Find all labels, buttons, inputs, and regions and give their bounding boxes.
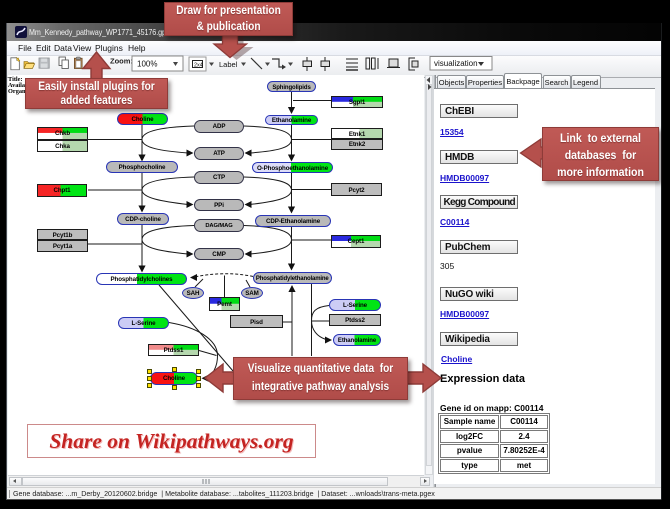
svg-text:visualization: visualization xyxy=(434,59,478,68)
svg-text:100%: 100% xyxy=(137,60,157,69)
svg-text:2x4: 2x4 xyxy=(194,63,203,69)
svg-text:Zoom:: Zoom: xyxy=(110,57,133,66)
svg-text:Label: Label xyxy=(219,60,238,69)
